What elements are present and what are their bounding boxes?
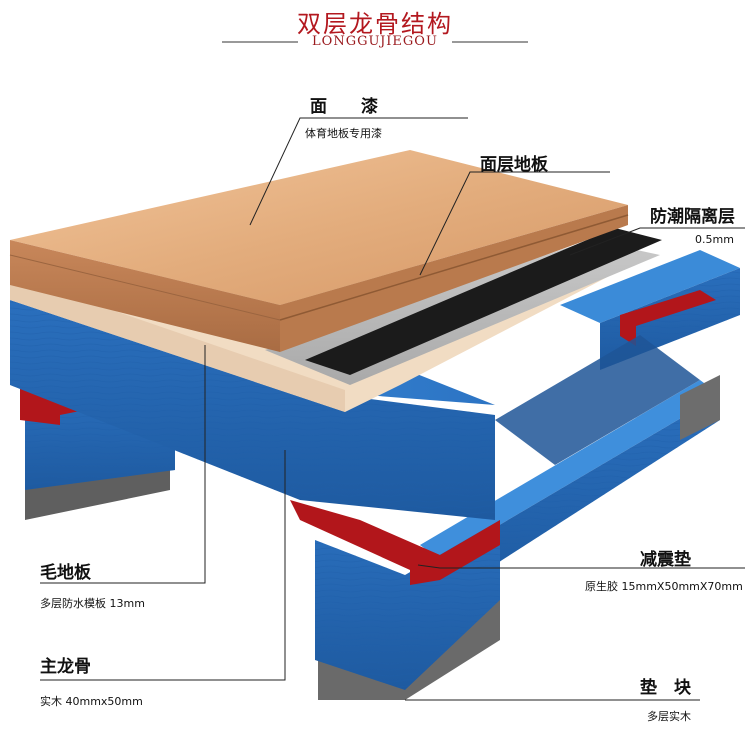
leader-surface-floor	[419, 171, 610, 276]
back-block	[680, 375, 720, 440]
leader-subfloor	[40, 345, 206, 584]
spec-subfloor: 多层防水模板 13mm	[40, 597, 145, 610]
diagram-title: 双层龙骨结构	[297, 10, 453, 38]
front-shock-pad	[290, 500, 500, 585]
leader-lines	[40, 117, 745, 701]
label-top-coat: 面 漆	[310, 97, 378, 117]
label-shock-pad: 减震垫	[640, 550, 691, 570]
spec-moisture-layer: 0.5mm	[695, 233, 734, 246]
back-shock-pad	[620, 290, 716, 346]
diagram-subtitle: LONGGUJIEGOU	[312, 34, 438, 49]
leader-shock-pad	[417, 564, 745, 569]
spec-top-coat: 体育地板专用漆	[305, 127, 382, 140]
label-moisture-layer: 防潮隔离层	[650, 207, 735, 227]
spec-block: 多层实木	[647, 710, 691, 723]
top-wood-board	[9, 150, 629, 352]
moisture-barrier-black	[305, 228, 662, 375]
leader-main-joist	[40, 450, 286, 681]
spec-shock-pad: 原生胶 15mmX50mmX70mm	[585, 580, 743, 593]
label-subfloor: 毛地板	[40, 563, 91, 583]
label-surface-floor: 面层地板	[480, 155, 548, 175]
leader-moisture-layer	[569, 227, 745, 256]
leader-top-coat	[249, 117, 468, 226]
label-block: 垫 块	[640, 678, 691, 698]
label-main-joist: 主龙骨	[40, 657, 91, 677]
spec-main-joist: 实木 40mmx50mm	[40, 695, 143, 708]
secondary-joist	[420, 335, 720, 600]
